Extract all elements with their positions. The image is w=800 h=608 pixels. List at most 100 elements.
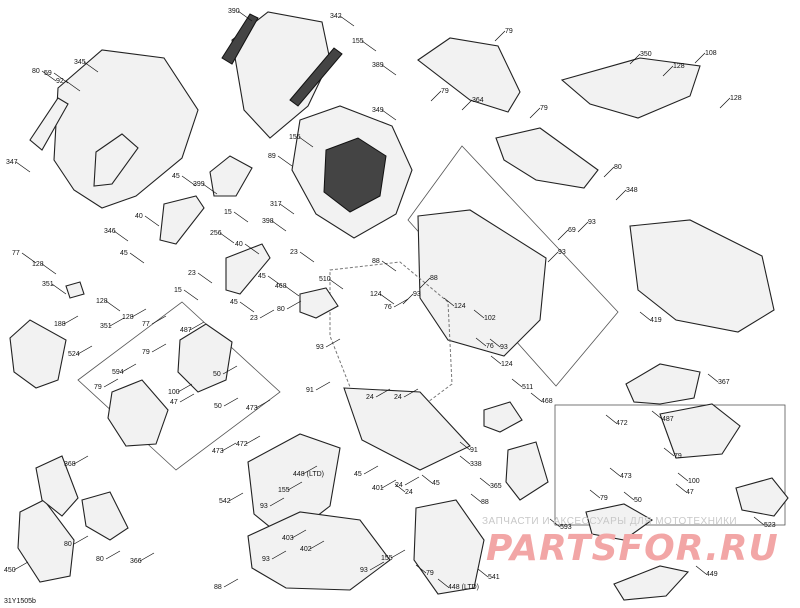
callout-label: 89 <box>268 153 276 160</box>
callout-label: 100 <box>688 478 700 485</box>
leader-line <box>489 338 501 348</box>
leader-line <box>202 183 218 195</box>
led-module-left-part <box>177 323 233 393</box>
callout-label: 80 <box>32 68 40 75</box>
callout-label: 402 <box>300 546 312 553</box>
callout-label: 40 <box>235 241 243 248</box>
cover-593-part <box>585 503 654 541</box>
leader-line <box>287 481 303 491</box>
callout-label: 342 <box>330 13 342 20</box>
callout-label: 47 <box>686 489 694 496</box>
leader-line <box>77 345 93 355</box>
callout-label: 88 <box>372 258 380 265</box>
leader-line <box>83 61 99 73</box>
leader-line <box>615 189 627 201</box>
leader-line <box>189 321 205 331</box>
leader-line <box>223 578 239 588</box>
knee-panel-368-part <box>35 455 79 517</box>
callout-label: 108 <box>705 50 717 57</box>
leader-line <box>394 483 406 493</box>
leader-line <box>129 252 145 264</box>
callout-label: 80 <box>64 541 72 548</box>
leader-line <box>105 550 121 560</box>
callout-label: 256 <box>210 230 222 237</box>
leader-line <box>479 477 491 487</box>
callout-label: 523 <box>764 522 776 529</box>
leader-line <box>197 272 213 284</box>
leader-line <box>63 315 79 325</box>
callout-label: 102 <box>484 315 496 322</box>
leader-line <box>695 565 707 575</box>
leader-line <box>379 293 395 305</box>
side-deflector-left-part <box>29 97 69 151</box>
callout-label: 473 <box>246 405 258 412</box>
leader-line <box>179 393 195 403</box>
callout-label: 91 <box>306 387 314 394</box>
leader-line <box>255 399 271 409</box>
callout-label: 76 <box>486 343 494 350</box>
leader-line <box>443 297 455 307</box>
callout-label: 128 <box>730 95 742 102</box>
leader-line <box>298 136 314 148</box>
callout-label: 59 <box>44 70 52 77</box>
callout-label: 472 <box>236 441 248 448</box>
leader-line <box>459 441 471 451</box>
leader-line <box>109 317 125 327</box>
callout-label: 364 <box>472 97 484 104</box>
callout-label: 24 <box>405 489 413 496</box>
leader-line <box>605 414 617 424</box>
callout-label: 45 <box>258 273 266 280</box>
callout-label: 24 <box>366 394 374 401</box>
callout-label: 487 <box>180 327 192 334</box>
leader-line <box>325 338 341 348</box>
watermark-logo: PARTSFOR.RU <box>486 528 779 569</box>
leader-line <box>589 489 601 499</box>
callout-label: 79 <box>674 453 682 460</box>
callout-label: 473 <box>620 473 632 480</box>
callout-label: 351 <box>42 281 54 288</box>
callout-label: 368 <box>64 461 76 468</box>
callout-label: 93 <box>413 291 421 298</box>
leader-line <box>51 283 67 295</box>
callout-label: 128 <box>673 63 685 70</box>
leader-line <box>393 298 409 308</box>
leader-line <box>557 229 569 241</box>
leader-line <box>221 442 237 452</box>
air-intake-part <box>323 137 387 213</box>
diagram-reference: 31Y1505b <box>4 598 36 605</box>
callout-label: 80 <box>614 164 622 171</box>
signal-523-part <box>735 477 789 517</box>
leader-line <box>437 578 449 588</box>
callout-label: 511 <box>522 384 533 391</box>
leader-lines <box>13 10 765 588</box>
leader-line <box>753 516 765 526</box>
side-cover-right-part <box>560 57 701 119</box>
leader-line <box>286 300 302 310</box>
mirror-bracket-right-part <box>225 243 271 295</box>
leader-line <box>131 308 147 318</box>
callout-label: 92 <box>56 78 64 85</box>
callout-label: 124 <box>454 303 466 310</box>
leader-line <box>547 251 559 263</box>
callout-label: 345 <box>74 59 86 66</box>
leader-line <box>15 161 31 173</box>
leader-line <box>421 474 433 484</box>
leader-line <box>73 455 89 465</box>
panel-348-part <box>495 127 599 189</box>
leader-line <box>639 311 651 321</box>
leader-line <box>361 40 377 52</box>
callout-label: 91 <box>470 447 478 454</box>
leader-line <box>65 80 81 92</box>
callout-label: 79 <box>142 349 150 356</box>
callout-label: 403 <box>282 535 294 542</box>
bracket-317-part <box>209 155 253 197</box>
leader-line <box>299 251 315 263</box>
leader-line <box>53 72 69 84</box>
callout-label: 93 <box>588 219 596 226</box>
leader-line <box>277 155 293 167</box>
callout-label: 347 <box>6 159 18 166</box>
leader-line <box>13 561 29 571</box>
trim-365-part <box>505 441 549 501</box>
callout-label: 24 <box>395 482 403 489</box>
